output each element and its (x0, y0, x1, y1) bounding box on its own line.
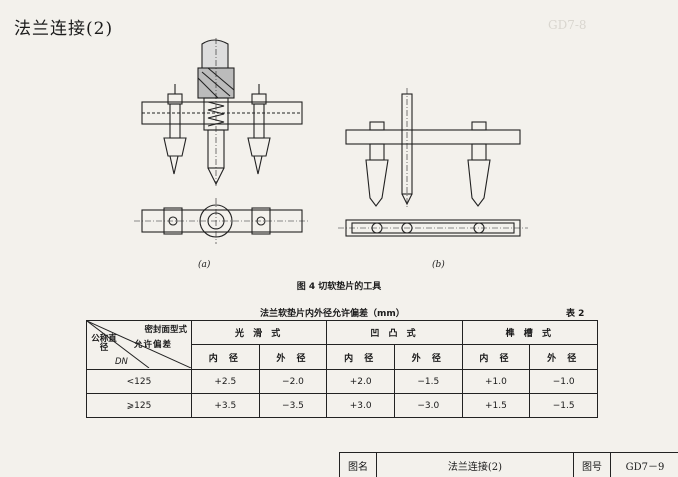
drawing-name: 法兰连接(2) (377, 453, 574, 477)
value-cell: +1.5 (461, 393, 531, 418)
subheader-cell: 外 径 (529, 344, 598, 370)
subheader-cell: 内 径 (191, 344, 260, 370)
drawing-a-elevation (141, 38, 303, 186)
drawing-code-label: 图号 (574, 453, 611, 477)
drawing-b-elevation (345, 88, 521, 208)
corner-label-seal: 密封面型式 (144, 325, 187, 335)
dn-cell: <125 (86, 369, 192, 394)
table-number: 表 2 (566, 309, 585, 319)
value-cell: −2.0 (258, 369, 328, 394)
corner-diagonals (87, 321, 191, 368)
subfigure-label-a: (a) (198, 260, 211, 270)
table-row: ⩾125 +3.5 −3.5 +3.0 −3.0 +1.5 −1.5 (86, 393, 598, 418)
drawing-b-plan (338, 219, 528, 237)
drawing-name-label: 图名 (340, 453, 377, 477)
value-cell: −1.0 (529, 369, 598, 394)
value-cell: +3.5 (191, 393, 260, 418)
group-header-smooth: 光 滑 式 (190, 320, 328, 345)
table-corner-cell: 密封面型式 允许偏差 公称直径 DN (86, 320, 192, 370)
subheader-cell: 外 径 (393, 344, 463, 370)
drawing-code: GD7－9 (625, 461, 665, 473)
bleed-through-mark: GD7-8 (548, 18, 587, 32)
title-block: 图名 法兰连接(2) 图号 GD7－9 (339, 452, 678, 477)
value-cell: +3.0 (326, 393, 395, 418)
group-header-tongue: 榫 槽 式 (461, 320, 599, 345)
corner-label-dn: DN (115, 357, 128, 367)
value-cell: −3.5 (258, 393, 328, 418)
group-header-convex: 凹 凸 式 (326, 320, 463, 345)
figure-caption: 图 4 切软垫片的工具 (296, 282, 382, 292)
subheader-cell: 内 径 (326, 344, 395, 370)
subfigure-label-b: (b) (432, 260, 445, 270)
drawing-a-plan (134, 198, 310, 244)
value-cell: −1.5 (529, 393, 598, 418)
subheader-cell: 外 径 (258, 344, 328, 370)
subheader-cell: 内 径 (461, 344, 531, 370)
value-cell: +2.0 (326, 369, 395, 394)
table-header-row: 密封面型式 允许偏差 公称直径 DN 光 滑 式 凹 凸 式 榫 槽 式 (86, 320, 599, 370)
table-title: 法兰软垫片内外径允许偏差（mm） (260, 309, 405, 319)
value-cell: +2.5 (191, 369, 260, 394)
value-cell: −3.0 (393, 393, 463, 418)
dn-cell: ⩾125 (86, 393, 192, 418)
value-cell: −1.5 (393, 369, 463, 394)
page-title: 法兰连接(2) (14, 19, 114, 39)
tool-drawings (134, 38, 528, 244)
table-row: <125 +2.5 −2.0 +2.0 −1.5 +1.0 −1.0 (86, 369, 598, 394)
corner-label-diameter: 公称直径 (91, 334, 117, 353)
table-subheader-row: 内 径 外 径 内 径 外 径 内 径 外 径 (87, 344, 598, 370)
value-cell: +1.0 (461, 369, 531, 394)
tolerance-table: 密封面型式 允许偏差 公称直径 DN 光 滑 式 凹 凸 式 榫 槽 式 内 径… (86, 320, 599, 418)
corner-label-deviation: 允许偏差 (133, 340, 172, 350)
